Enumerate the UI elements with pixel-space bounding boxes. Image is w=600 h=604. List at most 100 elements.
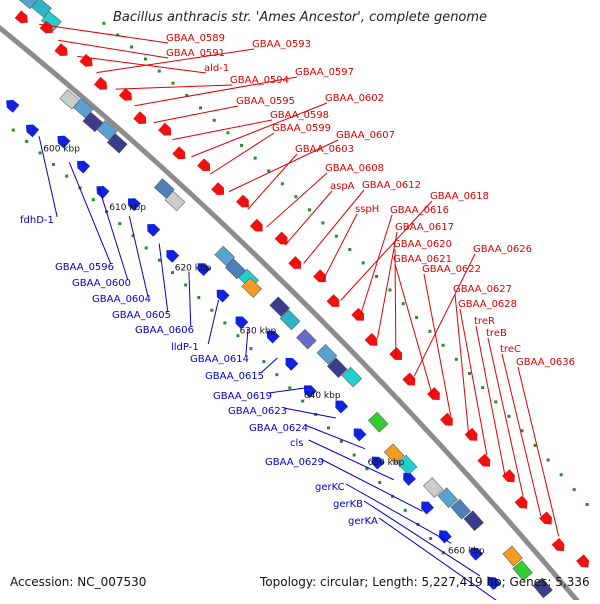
- forward-leader-line: [501, 353, 542, 516]
- forward-gene-arrow: [133, 111, 147, 125]
- forward-gene-label: GBAA_0594: [230, 75, 289, 86]
- reverse-leader-line: [68, 162, 112, 265]
- forward-gene-arrow: [427, 387, 440, 401]
- reverse-gene-arrow: [197, 263, 211, 276]
- reverse-gene-label: GBAA_0604: [92, 294, 151, 305]
- forward-gene-label: GBAA_0622: [422, 264, 481, 275]
- tick-dot: [25, 139, 29, 143]
- forward-gene-label: GBAA_0620: [393, 239, 452, 250]
- forward-leader-line: [413, 253, 476, 377]
- gene-feature-block: [153, 178, 175, 199]
- tick-dot: [403, 508, 407, 512]
- gene-feature-block: [396, 454, 418, 476]
- forward-leader-line: [134, 76, 298, 107]
- reverse-gene-arrow: [235, 316, 249, 330]
- forward-gene-label: GBAA_0617: [395, 222, 454, 233]
- forward-gene-label: GBAA_0602: [325, 93, 384, 104]
- tick-dot: [326, 426, 330, 430]
- scale-label: 630 kbp: [240, 326, 277, 336]
- forward-gene-arrow: [551, 538, 565, 552]
- tick-dot: [494, 400, 498, 404]
- reverse-gene-arrow: [403, 472, 416, 486]
- gene-feature-block: [450, 498, 471, 520]
- tick-dot: [348, 248, 352, 252]
- scale-label: 610 kbp: [109, 203, 146, 213]
- tick-dot: [171, 81, 175, 85]
- forward-leader-line: [394, 263, 433, 396]
- tick-dot: [275, 373, 279, 377]
- tick-dot: [236, 334, 240, 338]
- tick-dot: [559, 473, 563, 477]
- gene-feature-block: [423, 477, 444, 498]
- reverse-leader-line: [268, 387, 307, 394]
- reverse-leader-line: [128, 215, 149, 297]
- forward-gene-label: GBAA_0608: [325, 163, 384, 174]
- forward-leader-line: [266, 172, 328, 228]
- reverse-leader-line: [158, 243, 169, 313]
- tick-dot: [361, 261, 365, 265]
- reverse-gene-label: lldP-1: [171, 342, 199, 353]
- reverse-gene-label: GBAA_0623: [228, 406, 287, 417]
- forward-gene-arrow: [364, 332, 378, 346]
- tick-dot: [454, 357, 458, 361]
- forward-leader-line: [247, 153, 298, 210]
- reverse-leader-line: [320, 458, 423, 512]
- forward-leader-line: [115, 84, 233, 90]
- reverse-gene-arrow: [421, 501, 434, 515]
- reverse-gene-label: GBAA_0614: [190, 354, 249, 365]
- forward-leader-line: [228, 139, 339, 193]
- reverse-gene-arrow: [353, 428, 367, 442]
- reverse-gene-arrow: [76, 160, 91, 174]
- forward-leader-line: [38, 23, 169, 44]
- tick-dot: [144, 246, 148, 250]
- forward-gene-arrow: [14, 10, 28, 24]
- reverse-gene-arrow: [371, 456, 385, 470]
- tick-dot: [429, 537, 433, 541]
- scale-label: 640 kbp: [304, 391, 341, 401]
- reverse-leader-line: [308, 439, 394, 481]
- forward-leader-line: [321, 213, 358, 283]
- forward-gene-label: treC: [500, 344, 521, 355]
- gene-feature-block: [367, 411, 389, 433]
- reverse-leader-line: [345, 483, 452, 544]
- reverse-leader-line: [188, 271, 192, 328]
- reverse-gene-label: GBAA_0615: [205, 371, 264, 382]
- forward-gene-arrow: [93, 76, 108, 90]
- forward-gene-arrow: [211, 182, 225, 195]
- tick-dot: [171, 271, 175, 275]
- reverse-gene-label: gerKC: [315, 482, 345, 493]
- gene-feature-block: [532, 577, 553, 599]
- forward-leader-line: [303, 189, 365, 264]
- forward-leader-line: [172, 119, 273, 141]
- tick-dot: [157, 69, 161, 73]
- tick-dot: [197, 296, 201, 300]
- forward-gene-label: GBAA_0593: [252, 39, 311, 50]
- tick-dot: [223, 321, 227, 325]
- gene-feature-block: [502, 545, 523, 567]
- forward-gene-arrow: [539, 511, 553, 525]
- tick-dot: [262, 360, 266, 364]
- forward-gene-label: GBAA_0627: [453, 284, 512, 295]
- forward-gene-label: ald-1: [204, 63, 229, 74]
- reverse-leader-line: [378, 517, 503, 604]
- tick-dot: [533, 443, 537, 447]
- forward-gene-arrow: [351, 307, 365, 321]
- tick-dot: [143, 57, 147, 61]
- gene-feature-block: [214, 245, 236, 267]
- tick-dot: [210, 308, 214, 312]
- tick-dot: [102, 21, 106, 25]
- tick-dot: [131, 234, 135, 238]
- tick-dot: [253, 156, 257, 160]
- genome-backbone-arc: [0, 24, 584, 604]
- forward-gene-arrow: [402, 372, 416, 386]
- forward-gene-arrow: [313, 269, 326, 283]
- reverse-gene-label: GBAA_0605: [112, 310, 171, 321]
- gene-feature-block: [326, 357, 348, 378]
- forward-gene-arrow: [464, 427, 478, 441]
- gene-feature-block: [296, 328, 317, 350]
- tick-dot: [11, 128, 15, 132]
- forward-gene-arrow: [326, 294, 340, 307]
- forward-gene-label: GBAA_0597: [295, 67, 354, 78]
- gene-feature-block: [241, 277, 262, 298]
- tick-dot: [240, 143, 244, 147]
